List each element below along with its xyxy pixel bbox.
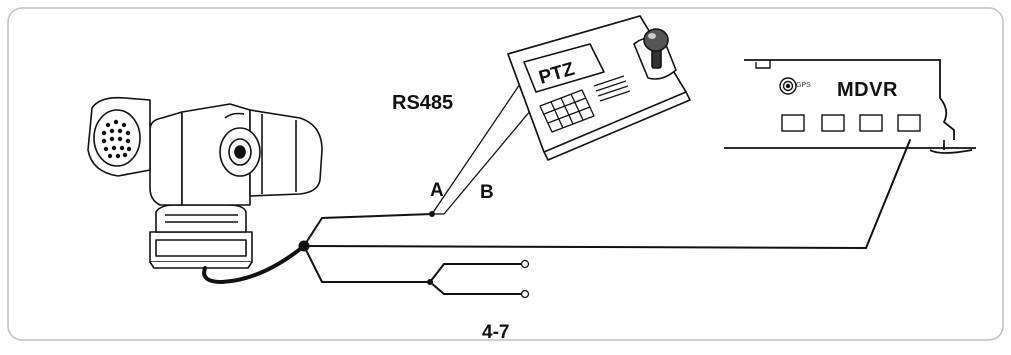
mdvr-wire xyxy=(303,139,911,250)
keypad xyxy=(539,89,595,133)
rs485-label: RS485 xyxy=(392,92,454,114)
ptz-keyboard-icon xyxy=(507,15,691,161)
wire-a-label: A xyxy=(430,180,444,201)
camera-cable xyxy=(202,244,306,285)
mdvr-port-4 xyxy=(897,114,921,132)
aux-terminal-1 xyxy=(520,259,530,269)
aux-terminal-2 xyxy=(520,289,530,299)
display-lines xyxy=(593,75,631,102)
mdvr-ports xyxy=(781,114,921,132)
aux-wire-upper xyxy=(429,263,523,283)
split-dot xyxy=(427,279,433,285)
wiring xyxy=(303,139,911,295)
figure-frame xyxy=(7,7,1004,341)
mdvr-port-2 xyxy=(821,114,845,132)
mdvr-port-1 xyxy=(781,114,805,132)
ptz-camera-icon xyxy=(87,96,323,269)
junction-dot xyxy=(298,240,310,252)
gps-label: GPS xyxy=(796,82,811,89)
mdvr-label: MDVR xyxy=(837,79,898,101)
joystick-icon xyxy=(643,28,669,69)
rs485-cable xyxy=(431,83,542,215)
mdvr-recorder-icon xyxy=(724,59,976,154)
wire-b-label: B xyxy=(480,182,494,203)
aux-wire-lower xyxy=(429,281,523,295)
gps-antenna-icon xyxy=(779,77,797,95)
mdvr-port-3 xyxy=(859,114,883,132)
figure-number: 4-7 xyxy=(482,322,510,343)
aux-wire xyxy=(303,245,431,283)
lens-grille xyxy=(101,119,132,159)
rs485-wire xyxy=(303,213,433,247)
